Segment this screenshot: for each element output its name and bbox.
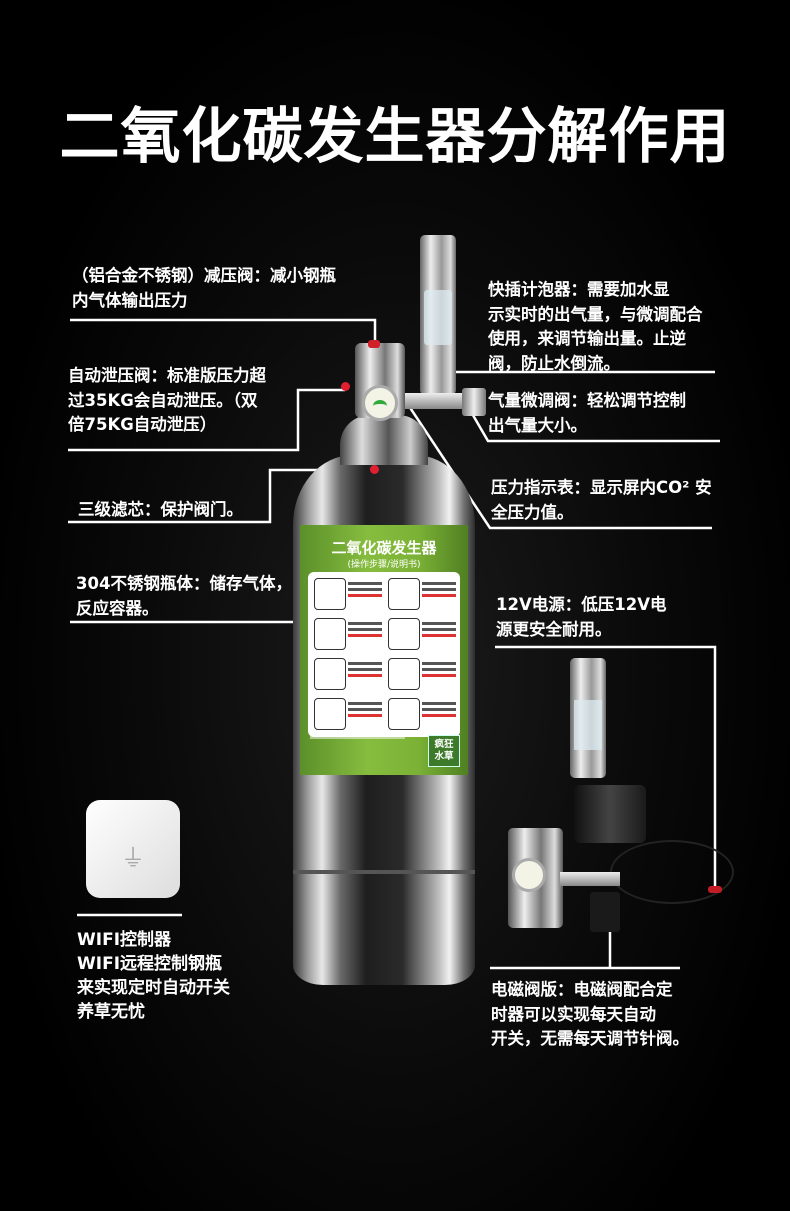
step-illustration <box>314 658 346 690</box>
step-illustration <box>388 578 420 610</box>
leader-needle-valve <box>468 409 720 443</box>
callout-bubble-counter: 快插计泡器：需要加水显 示实时的出气量，与微调配合 使用，来调节输出量。止逆 阀… <box>488 278 703 376</box>
step-text <box>422 662 456 665</box>
marker-dot <box>341 382 350 391</box>
regulator-red-cap <box>368 340 380 348</box>
callout-needle-valve: 气量微调阀：轻松调节控制 出气量大小。 <box>488 389 686 438</box>
callout-line: 过35KG会自动泄压。（双 <box>68 390 258 410</box>
callout-pressure-gauge: 压力指示表：显示屏内CO² 安 全压力值。 <box>491 476 712 525</box>
callout-line: WIFI控制器 <box>77 930 172 950</box>
callout-line: WIFI远程控制钢瓶 <box>77 954 223 974</box>
callout-line: 开关，无需每天调节针阀。 <box>491 1029 689 1048</box>
step-illustration <box>314 618 346 650</box>
wifi-controller-image: ⏚ <box>86 800 180 898</box>
callout-line: 三级滤芯：保护阀门。 <box>78 500 243 519</box>
power-cable <box>610 840 734 904</box>
callout-line: 自动泄压阀：标准版压力超 <box>68 366 266 385</box>
cylinder-neck <box>340 415 428 465</box>
callout-line: 304不锈钢瓶体：储存气体， <box>76 574 292 593</box>
step-text <box>348 702 382 705</box>
leader-regulator <box>70 318 377 345</box>
callout-filter: 三级滤芯：保护阀门。 <box>78 498 243 523</box>
page-title: 二氧化碳发生器分解作用 <box>59 102 731 172</box>
label-footer-info <box>310 736 405 765</box>
power-adapter <box>590 892 620 932</box>
pressure-gauge <box>362 385 398 421</box>
brand-name: 疯狂水草 <box>434 739 454 762</box>
step-text <box>348 622 382 625</box>
callout-body: 304不锈钢瓶体：储存气体， 反应容器。 <box>76 572 292 621</box>
socket-icon: ⏚ <box>121 844 145 872</box>
marker-dot <box>370 465 379 474</box>
kit-bubble-glass <box>574 700 602 750</box>
leader-relief-valve <box>68 388 345 452</box>
kit-pressure-gauge <box>512 858 546 892</box>
product-label: 二氧化碳发生器 (操作步骤/说明书) 疯狂水草 <box>300 525 468 775</box>
callout-regulator: （铝合金不锈钢）减压阀：减小钢瓶 内气体输出压力 <box>72 264 336 313</box>
step-text <box>348 582 382 585</box>
product-label-title: 二氧化碳发生器 <box>331 539 437 557</box>
step-illustration <box>388 618 420 650</box>
callout-line: 使用，来调节输出量。止逆 <box>488 329 686 348</box>
leader-power <box>495 645 717 888</box>
callout-power: 12V电源：低压12V电 源更安全耐用。 <box>496 593 666 642</box>
bubble-counter-glass <box>424 290 452 345</box>
callout-line: 源更安全耐用。 <box>496 619 612 639</box>
callout-line: 时器可以实现每天自动 <box>491 1004 656 1024</box>
callout-line: 全压力值。 <box>491 502 574 522</box>
callout-line: 阀，防止水倒流。 <box>488 353 620 373</box>
callout-line: 12V电源：低压12V电 <box>496 595 667 614</box>
step-illustration <box>388 698 420 730</box>
callout-wifi: WIFI控制器 WIFI远程控制钢瓶 来实现定时自动开关 养草无忧 <box>77 928 230 1024</box>
step-text <box>422 622 456 625</box>
callout-line: 来实现定时自动开关 <box>77 978 230 998</box>
callout-line: 电磁阀版：电磁阀配合定 <box>491 980 673 999</box>
solenoid-valve <box>574 785 646 843</box>
instruction-steps <box>308 572 460 737</box>
valve-arm <box>405 393 475 409</box>
leader-pressure-gauge <box>393 384 712 530</box>
callout-line: 压力指示表：显示屏内CO² 安 <box>491 478 712 497</box>
step-text <box>422 702 456 705</box>
kit-valve-arm <box>560 872 620 886</box>
step-text <box>422 582 456 585</box>
callout-line: 倍75KG自动泄压） <box>68 415 217 434</box>
step-illustration <box>388 658 420 690</box>
step-text <box>348 662 382 665</box>
callout-line: （铝合金不锈钢）减压阀：减小钢瓶 <box>72 266 336 285</box>
step-illustration <box>314 578 346 610</box>
callout-solenoid: 电磁阀版：电磁阀配合定 时器可以实现每天自动 开关，无需每天调节针阀。 <box>491 978 689 1052</box>
callout-relief-valve: 自动泄压阀：标准版压力超 过35KG会自动泄压。（双 倍75KG自动泄压） <box>68 364 266 438</box>
callout-line: 出气量大小。 <box>488 415 587 435</box>
callout-line: 气量微调阀：轻松调节控制 <box>488 391 686 410</box>
cable-red-plug <box>708 886 722 893</box>
cylinder-base-seam <box>293 870 475 874</box>
callout-line: 反应容器。 <box>76 598 159 618</box>
callout-line: 快插计泡器：需要加水显 <box>488 280 670 299</box>
callout-line: 内气体输出压力 <box>72 290 188 310</box>
brand-logo: 疯狂水草 <box>428 735 460 767</box>
step-illustration <box>314 698 346 730</box>
needle-valve-knob <box>462 388 486 416</box>
product-label-subtitle: (操作步骤/说明书) <box>347 560 421 570</box>
callout-line: 养草无忧 <box>77 1002 145 1022</box>
callout-line: 示实时的出气量，与微调配合 <box>488 304 703 324</box>
